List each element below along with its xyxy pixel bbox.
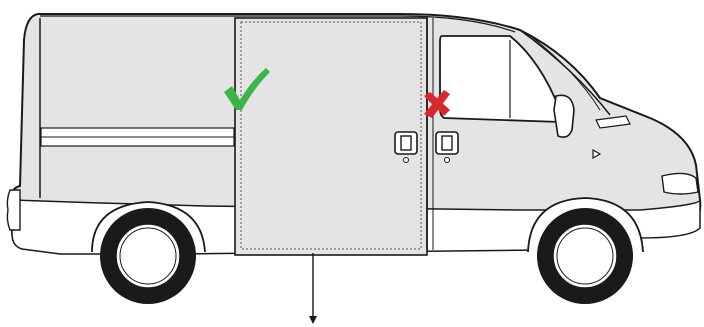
- down-arrow-icon: [309, 253, 317, 324]
- headlight: [662, 173, 698, 194]
- rear-bumper: [7, 190, 20, 230]
- front-wheel: [537, 208, 633, 304]
- side-mirror: [554, 95, 574, 137]
- rear-wheel: [100, 208, 196, 304]
